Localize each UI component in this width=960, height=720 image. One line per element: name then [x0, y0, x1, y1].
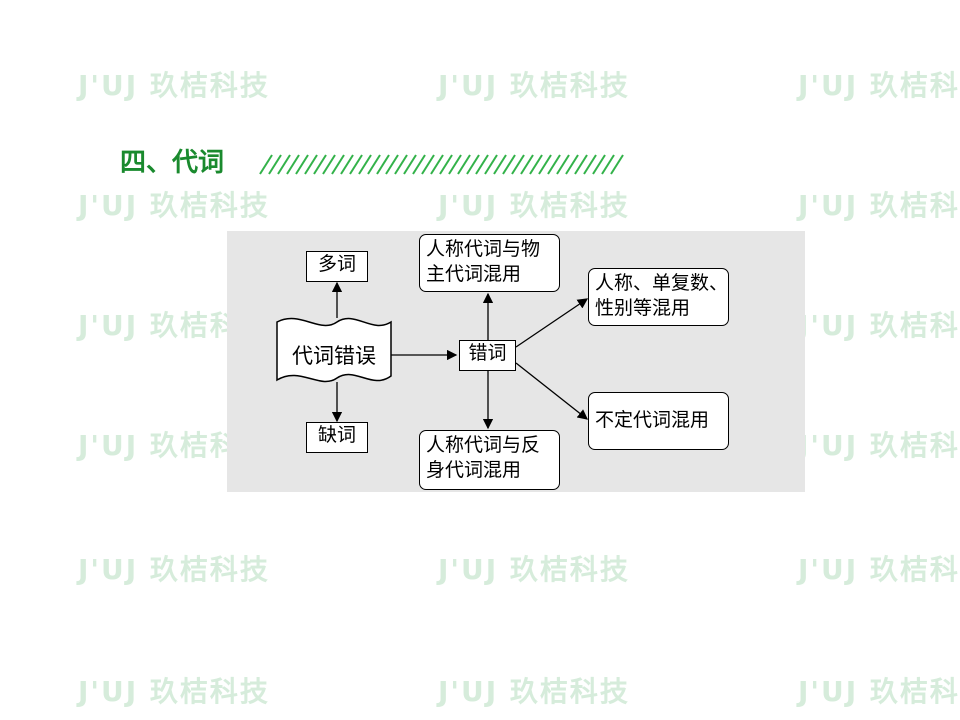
hatch-stroke [376, 154, 390, 175]
hatch-stroke [322, 154, 336, 175]
hatch-stroke [466, 154, 480, 175]
section-title: 四、代词 [120, 148, 225, 178]
branch-right-top-line-2: 性别等混用 [595, 297, 691, 319]
top-node: 多词 [306, 251, 368, 282]
hatch-stroke [304, 154, 318, 175]
hatch-stroke [349, 154, 363, 175]
branch-top-line-2: 主代词混用 [426, 263, 522, 285]
top-node-label: 多词 [317, 253, 356, 275]
hatch-stroke [277, 154, 291, 175]
hatch-stroke [358, 154, 372, 175]
hatch-stroke [610, 154, 624, 175]
hatch-stroke [475, 154, 489, 175]
hatch-stroke [529, 154, 543, 175]
hatch-stroke [574, 154, 588, 175]
branch-bottom-line-2: 身代词混用 [426, 459, 522, 481]
hatch-stroke [331, 154, 345, 175]
hatch-stroke [511, 154, 525, 175]
branch-right-bottom-label: 不定代词混用 [595, 409, 710, 431]
hub-node-label: 错词 [468, 342, 507, 364]
center-node-shape [276, 317, 392, 383]
hatch-stroke [493, 154, 507, 175]
hatch-stroke [313, 154, 327, 175]
hatch-stroke [556, 154, 570, 175]
hatch-stroke [403, 154, 417, 175]
hatch-stroke [457, 154, 471, 175]
hatch-stroke [385, 154, 399, 175]
hatch-stroke [538, 154, 552, 175]
hatch-stroke [268, 154, 282, 175]
hatch-stroke [547, 154, 561, 175]
branch-bottom-node: 人称代词与反 身代词混用 [419, 430, 560, 490]
arrow-hub-to-right-top [515, 298, 589, 348]
bottom-node-label: 缺词 [317, 424, 356, 446]
bottom-node: 缺词 [306, 422, 368, 453]
arrow-hub-to-right-bottom [515, 362, 589, 420]
hatch-stroke [520, 154, 534, 175]
branch-right-bottom-node: 不定代词混用 [588, 392, 729, 450]
branch-top-line-1: 人称代词与物 [426, 238, 541, 260]
hatch-stroke [340, 154, 354, 175]
hatch-stroke [394, 154, 408, 175]
hatch-stroke [565, 154, 579, 175]
hatch-stroke [421, 154, 435, 175]
hatch-stroke [367, 154, 381, 175]
center-node-label: 代词错误 [292, 344, 376, 368]
hatch-stroke [412, 154, 426, 175]
branch-bottom-line-1: 人称代词与反 [426, 434, 541, 456]
hatch-stroke [439, 154, 453, 175]
hatch-stroke [502, 154, 516, 175]
branch-right-top-node: 人称、单复数、 性别等混用 [588, 268, 729, 326]
hub-node: 错词 [459, 340, 516, 371]
hatch-stroke [295, 154, 309, 175]
hatch-stroke [259, 154, 273, 175]
hatch-stroke [583, 154, 597, 175]
branch-right-top-line-1: 人称、单复数、 [595, 272, 729, 294]
hatch-stroke [601, 154, 615, 175]
hatch-stroke [286, 154, 300, 175]
branch-top-node: 人称代词与物 主代词混用 [419, 234, 560, 292]
hatch-stroke [592, 154, 606, 175]
hatch-stroke [484, 154, 498, 175]
hatch-stroke [448, 154, 462, 175]
hatch-stroke [430, 154, 444, 175]
title-hatch-decoration [259, 154, 624, 175]
